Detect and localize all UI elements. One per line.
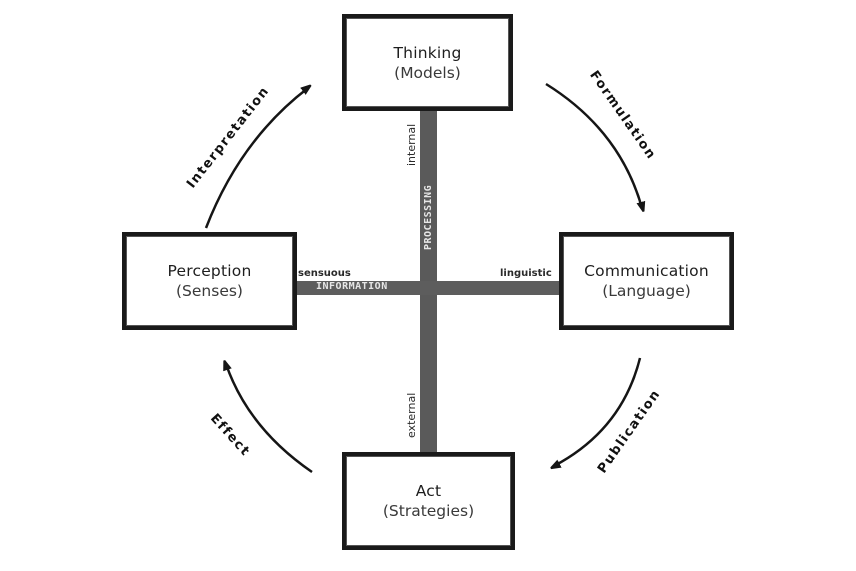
information-bar [296,281,560,295]
perception-subtitle: (Senses) [176,282,243,300]
communication-subtitle: (Language) [602,282,691,300]
perception-box: Perception (Senses) [122,232,297,330]
thinking-title: Thinking [393,43,462,62]
act-box: Act (Strategies) [342,452,515,550]
processing-label: PROCESSING [423,184,434,250]
effect-arrow [226,364,313,474]
external-label: external [405,392,418,438]
perception-title: Perception [167,262,252,280]
linguistic-label: linguistic [500,268,552,279]
information-label: INFORMATION [316,281,388,292]
publication-arrow [554,357,642,466]
internal-label: internal [405,123,418,166]
interpretation-arrow [204,88,308,229]
communication-box: Communication (Language) [559,232,734,330]
act-title: Act [415,482,442,500]
act-subtitle: (Strategies) [382,502,475,520]
thinking-subtitle: (Models) [394,63,461,82]
communication-title: Communication [584,262,709,280]
sensuous-label: sensuous [298,268,351,279]
thinking-box: Thinking (Models) [342,14,513,111]
formulation-arrow [545,82,642,208]
